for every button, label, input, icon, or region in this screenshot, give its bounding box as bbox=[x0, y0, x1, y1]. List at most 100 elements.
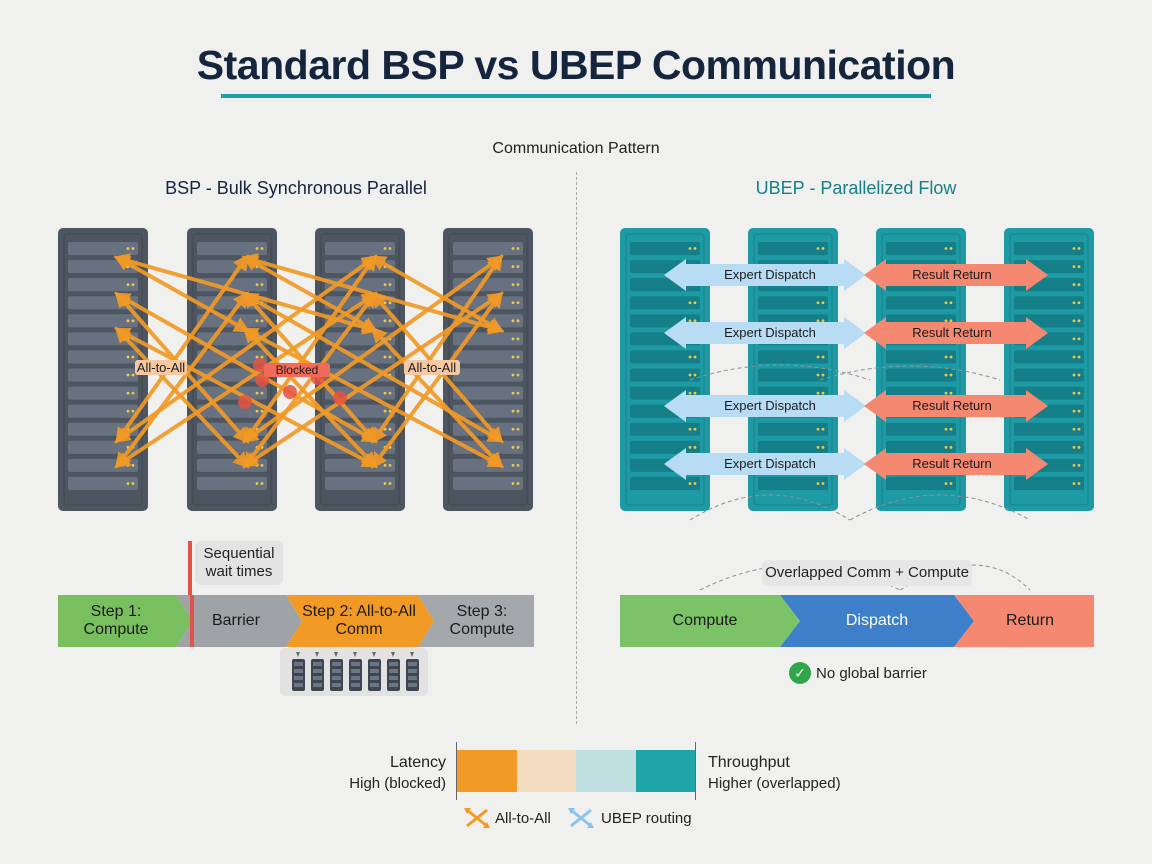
ubep-rack-2-led bbox=[821, 427, 825, 431]
ubep-rack-1-led bbox=[693, 319, 697, 323]
result-return-label: Result Return bbox=[912, 267, 992, 282]
bsp-rack-1-led bbox=[126, 247, 130, 250]
blocked-burst bbox=[333, 391, 347, 405]
expert-dispatch-arrow bbox=[664, 259, 866, 291]
ubep-rack-1-slot bbox=[630, 368, 700, 382]
bsp-rack-3-led bbox=[383, 482, 387, 485]
ubep-rack-4-led bbox=[1077, 283, 1081, 287]
ubep-rack-2-slot bbox=[758, 350, 828, 364]
ubep-routing-legend-label: UBEP routing bbox=[601, 810, 692, 827]
sequential-wait-note: Sequential wait times bbox=[195, 541, 283, 585]
ubep-rack-4-led bbox=[1077, 445, 1081, 449]
ubep-rack-2-led bbox=[821, 482, 825, 485]
metrics-bar-segment bbox=[516, 750, 576, 792]
ubep-rack-2-led bbox=[821, 355, 825, 359]
ubep-rack-3-slot bbox=[886, 368, 956, 382]
ubep-dispatch-label: Dispatch bbox=[845, 612, 909, 629]
ubep-rack-3-led bbox=[944, 373, 948, 377]
ubep-rack-4-led bbox=[1072, 283, 1076, 287]
bsp-rack-2-led bbox=[260, 482, 264, 485]
expert-dispatch-label: Expert Dispatch bbox=[724, 456, 816, 471]
ubep-rack-4-led bbox=[1072, 337, 1076, 341]
bsp-rack-4-led bbox=[516, 337, 520, 341]
bsp-blocked-label: Blocked bbox=[264, 363, 330, 377]
mini-rack-arrow bbox=[353, 652, 357, 657]
bsp-rack-1-led bbox=[126, 482, 130, 485]
bsp-timeline: Step 1: Compute Barrier Step 2: All-to-A… bbox=[58, 595, 534, 647]
ubep-rack-1-led bbox=[693, 373, 697, 377]
mini-rack-slot bbox=[313, 676, 322, 680]
mini-rack-arrow bbox=[410, 652, 414, 657]
ubep-rack-2-led bbox=[821, 301, 825, 305]
bsp-rack-4-led bbox=[516, 482, 520, 485]
blocked-burst bbox=[253, 358, 267, 372]
ubep-rack-1-led bbox=[693, 391, 697, 395]
bsp-rack-4-led bbox=[516, 391, 520, 395]
ubep-rack-4-slot bbox=[1014, 368, 1084, 382]
ubep-rack-4-led bbox=[1072, 409, 1076, 413]
result-return-arrow bbox=[864, 390, 1048, 422]
ubep-overlap-curve bbox=[689, 494, 851, 521]
mini-rack-slot bbox=[294, 662, 303, 666]
bsp-rack-3-slot bbox=[325, 476, 395, 490]
ubep-overlap-curve bbox=[689, 364, 871, 381]
ubep-rack-3-led bbox=[944, 427, 948, 431]
ubep-rack-4-led bbox=[1077, 319, 1081, 323]
bsp-exchange-arrow bbox=[371, 291, 503, 469]
mini-rack-slot bbox=[408, 669, 417, 673]
all-to-all-legend-stroke-b bbox=[466, 808, 488, 828]
ubep-rack-1-led bbox=[688, 373, 692, 377]
mini-rack-slot bbox=[408, 683, 417, 687]
ubep-routing-legend-head bbox=[568, 808, 575, 814]
mini-rack-slot bbox=[313, 683, 322, 687]
mini-rack-arrow bbox=[315, 652, 319, 657]
ubep-rack-1-led bbox=[688, 445, 692, 449]
bsp-step1-label: Step 1: Compute bbox=[83, 603, 149, 638]
ubep-rack-3-slot bbox=[886, 440, 956, 454]
bsp-rack-4-led bbox=[516, 265, 520, 269]
ubep-rack-1-led bbox=[688, 247, 692, 250]
bsp-all-to-all-left-label: All-to-All bbox=[135, 360, 187, 375]
ubep-rack-3-led bbox=[944, 319, 948, 323]
bsp-rack-2-slot bbox=[197, 242, 267, 256]
bsp-rack-4-led bbox=[511, 391, 515, 395]
bsp-rack-3-slot bbox=[325, 242, 395, 256]
expert-dispatch-label: Expert Dispatch bbox=[724, 398, 816, 413]
ubep-rack-1-led bbox=[688, 482, 692, 485]
ubep-rack-2-led bbox=[816, 319, 820, 323]
ubep-rack-1-led bbox=[693, 445, 697, 449]
ubep-rack-4-led bbox=[1072, 445, 1076, 449]
ubep-rack-3-slot bbox=[886, 242, 956, 256]
ubep-rack-1-led bbox=[688, 319, 692, 323]
blocked-burst bbox=[238, 395, 252, 409]
bsp-barrier-label: Barrier bbox=[211, 612, 260, 629]
bsp-rack-1-led bbox=[131, 482, 135, 485]
throughput-value: Higher (overlapped) bbox=[708, 775, 841, 792]
metrics-bar-segment bbox=[576, 750, 636, 792]
ubep-rack-3-led bbox=[949, 301, 953, 305]
ubep-rack-1-led bbox=[688, 391, 692, 395]
bsp-rack-4-led bbox=[516, 427, 520, 431]
bsp-rack-4-led bbox=[511, 463, 515, 467]
ubep-rack-4-led bbox=[1072, 463, 1076, 467]
ubep-rack-2-slot bbox=[758, 476, 828, 490]
bsp-rack-4-led bbox=[511, 409, 515, 413]
bsp-rack-4-led bbox=[516, 409, 520, 413]
mini-rack-slot bbox=[408, 676, 417, 680]
ubep-rack-4-led bbox=[1072, 391, 1076, 395]
mini-rack-slot bbox=[351, 683, 360, 687]
result-return-arrow bbox=[864, 259, 1048, 291]
bsp-step3-shape bbox=[418, 595, 534, 647]
ubep-rack-3-slot bbox=[886, 422, 956, 436]
ubep-overlap-curve bbox=[849, 494, 1031, 521]
ubep-rack-1-slot bbox=[630, 476, 700, 490]
ubep-rack-4-led bbox=[1072, 427, 1076, 431]
ubep-rack-4-led bbox=[1077, 301, 1081, 305]
expert-dispatch-label: Expert Dispatch bbox=[724, 267, 816, 282]
ubep-rack-4-led bbox=[1077, 265, 1081, 269]
mini-rack-arrow bbox=[372, 652, 376, 657]
bsp-rack-4-led bbox=[511, 319, 515, 323]
ubep-rack-4-led bbox=[1072, 247, 1076, 250]
overlap-note: Overlapped Comm + Compute bbox=[762, 560, 972, 586]
